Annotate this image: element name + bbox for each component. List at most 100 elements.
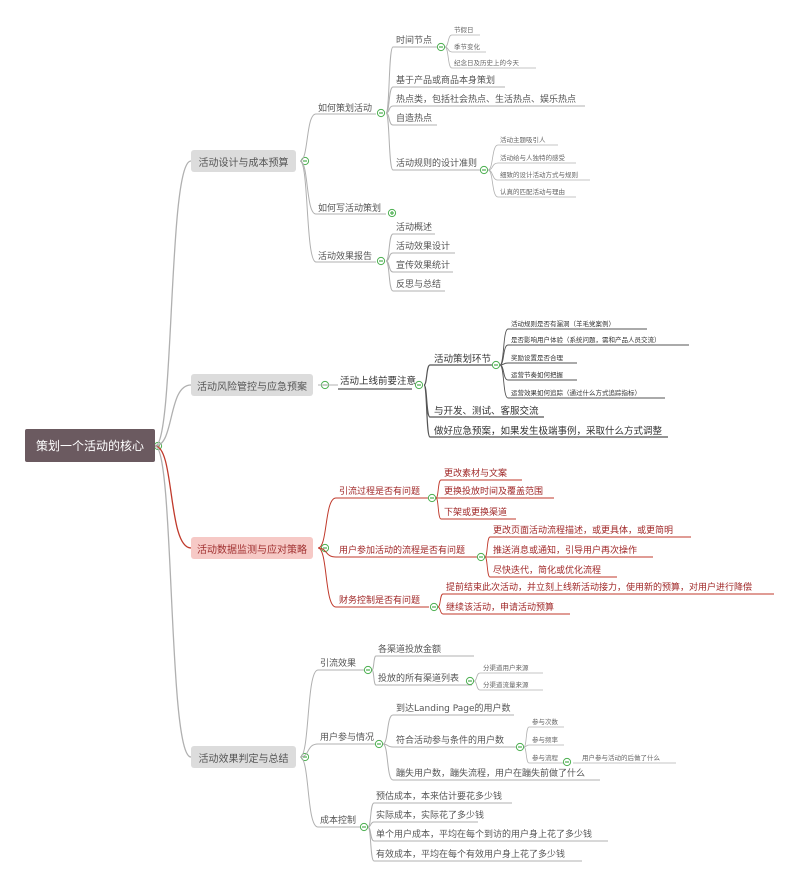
node-participation-1[interactable]: 到达Landing Page的用户数 bbox=[396, 704, 511, 714]
node-plan-item-4[interactable]: 自造热点 bbox=[396, 114, 433, 124]
connector-line bbox=[299, 756, 319, 828]
connector-line bbox=[367, 802, 375, 828]
node-traffic-2[interactable]: 投放的所有渠道列表 bbox=[378, 674, 460, 684]
collapse-toggle-icon[interactable] bbox=[465, 676, 475, 686]
node-cost-1[interactable]: 预估成本，本来估计要花多少钱 bbox=[376, 792, 503, 802]
node-prelaunch-2[interactable]: 与开发、测试、客服交流 bbox=[434, 406, 539, 417]
node-report-4[interactable]: 反思与总结 bbox=[396, 280, 442, 290]
node-report-2[interactable]: 活动效果设计 bbox=[396, 242, 451, 252]
connector-line bbox=[154, 384, 192, 447]
connector-line bbox=[487, 162, 499, 171]
leaf-monitor-1-3[interactable]: 下架或更换渠道 bbox=[444, 508, 508, 518]
collapse-toggle-icon[interactable] bbox=[414, 380, 424, 390]
connector-line bbox=[317, 547, 337, 558]
connector-line bbox=[299, 160, 317, 263]
leaf-plan-check-4[interactable]: 运营节奏如何把握 bbox=[511, 371, 563, 379]
node-cost-4[interactable]: 有效成本，平均在每个有效用户身上花了多少钱 bbox=[376, 850, 566, 860]
connector-line bbox=[367, 826, 375, 862]
connector-line bbox=[371, 655, 377, 671]
node-plan-item-1[interactable]: 时间节点 bbox=[396, 36, 433, 46]
leaf-time-1[interactable]: 节假日 bbox=[454, 26, 474, 34]
leaf-rule-2[interactable]: 活动给与人独特的感受 bbox=[500, 154, 565, 162]
leaf-participation-3[interactable]: 参与流程 bbox=[532, 754, 558, 762]
connector-line bbox=[382, 714, 394, 745]
collapse-toggle-icon[interactable] bbox=[491, 360, 501, 370]
node-participation-2[interactable]: 符合活动参与条件的用户数 bbox=[396, 736, 505, 746]
node-effect-3[interactable]: 成本控制 bbox=[320, 816, 357, 826]
collapse-toggle-icon[interactable] bbox=[376, 256, 386, 266]
collapse-toggle-icon[interactable] bbox=[562, 757, 572, 767]
connector-line bbox=[499, 328, 509, 366]
node-participation-3[interactable]: 蹦失用户数，蹦失流程，用户在蹦失前做了什么 bbox=[396, 769, 586, 779]
node-plan-activity[interactable]: 如何策划活动 bbox=[318, 104, 373, 114]
connector-line bbox=[371, 669, 377, 686]
node-effect-report[interactable]: 活动效果报告 bbox=[318, 252, 373, 262]
leaf-monitor-2-2[interactable]: 推送消息或通知，引导用户再次操作 bbox=[493, 546, 638, 556]
collapse-toggle-icon[interactable] bbox=[359, 822, 369, 832]
leaf-participation-2[interactable]: 参与频率 bbox=[532, 736, 558, 744]
collapse-toggle-icon[interactable] bbox=[429, 602, 439, 612]
leaf-participation-1[interactable]: 参与次数 bbox=[532, 718, 558, 726]
leaf-participation-extra[interactable]: 用户参与活动的后做了什么 bbox=[582, 754, 660, 762]
connector-line bbox=[523, 746, 530, 764]
root-topic[interactable]: 策划一个活动的核心 bbox=[25, 429, 155, 462]
node-monitor-2[interactable]: 用户参加活动的流程是否有问题 bbox=[339, 546, 466, 556]
node-prelaunch-3[interactable]: 做好应急预案，如果发生极端事例，采取什么方式调整 bbox=[434, 426, 663, 437]
collapse-toggle-icon[interactable] bbox=[479, 165, 489, 175]
leaf-channel-1[interactable]: 分渠道用户来源 bbox=[483, 664, 529, 672]
leaf-plan-check-1[interactable]: 活动规则是否有漏洞（羊毛党案例） bbox=[511, 320, 615, 328]
node-prelaunch-1[interactable]: 活动策划环节 bbox=[434, 354, 492, 365]
node-plan-item-3[interactable]: 热点类，包括社会热点、生活热点、娱乐热点 bbox=[396, 95, 577, 105]
node-before-launch[interactable]: 活动上线前要注意 bbox=[340, 376, 417, 387]
collapse-toggle-icon[interactable] bbox=[427, 493, 437, 503]
node-effect-1[interactable]: 引流效果 bbox=[320, 659, 357, 669]
leaf-time-3[interactable]: 纪念日及历史上的今天 bbox=[454, 59, 519, 67]
connector-line bbox=[385, 233, 394, 262]
leaf-monitor-3-1[interactable]: 提前结束此次活动，并立刻上线新活动接力，使用新的预算，对用户进行降偿 bbox=[446, 583, 753, 593]
connector-line bbox=[487, 169, 499, 198]
leaf-plan-check-3[interactable]: 奖励设置是否合理 bbox=[511, 354, 563, 362]
connector-line bbox=[523, 726, 530, 748]
node-monitor-3[interactable]: 财务控制是否有问题 bbox=[339, 596, 421, 606]
leaf-monitor-1-1[interactable]: 更改素材与文案 bbox=[444, 469, 508, 479]
node-report-1[interactable]: 活动概述 bbox=[396, 223, 433, 233]
node-effect-2[interactable]: 用户参与情况 bbox=[320, 733, 375, 743]
connector-line bbox=[382, 743, 394, 781]
leaf-channel-2[interactable]: 分渠道流量来源 bbox=[483, 681, 529, 689]
connector-line bbox=[154, 160, 192, 447]
node-traffic-1[interactable]: 各渠道投放金额 bbox=[378, 645, 442, 655]
node-monitor-1[interactable]: 引流过程是否有问题 bbox=[339, 487, 421, 497]
leaf-time-2[interactable]: 季节变化 bbox=[454, 43, 480, 51]
main-topic-4[interactable]: 活动效果判定与总结 bbox=[191, 746, 296, 768]
expand-toggle-icon[interactable] bbox=[387, 208, 397, 218]
leaf-monitor-2-1[interactable]: 更改页面活动流程描述，或更具体，或更简明 bbox=[493, 526, 674, 536]
collapse-toggle-icon[interactable] bbox=[515, 742, 525, 752]
collapse-toggle-icon[interactable] bbox=[363, 665, 373, 675]
main-topic-3[interactable]: 活动数据监测与应对策略 bbox=[191, 537, 313, 559]
connector-line bbox=[299, 743, 319, 758]
node-report-3[interactable]: 宣传效果统计 bbox=[396, 261, 451, 271]
connector-line bbox=[423, 384, 431, 438]
connector-line bbox=[367, 821, 375, 828]
collapse-toggle-icon[interactable] bbox=[376, 108, 386, 118]
leaf-plan-check-2[interactable]: 是否影响用户体验（系统问题，需和产品人员交流） bbox=[511, 336, 661, 344]
connector-line bbox=[423, 364, 431, 386]
node-plan-item-5[interactable]: 活动规则的设计准则 bbox=[396, 159, 478, 169]
leaf-monitor-2-3[interactable]: 尽快迭代，简化或优化流程 bbox=[493, 566, 602, 576]
leaf-rule-4[interactable]: 认真的匹配活动与理由 bbox=[500, 188, 565, 196]
node-plan-item-2[interactable]: 基于产品或商品本身策划 bbox=[396, 76, 496, 86]
node-write-plan[interactable]: 如何写活动策划 bbox=[318, 204, 382, 214]
leaf-rule-3[interactable]: 细致的设计活动方式与规则 bbox=[500, 171, 578, 179]
leaf-rule-1[interactable]: 活动主题吸引人 bbox=[500, 136, 546, 144]
leaf-monitor-1-2[interactable]: 更换投放时间及覆盖范围 bbox=[444, 487, 544, 497]
leaf-plan-check-5[interactable]: 运营效果如何追踪（通过什么方式追踪指标） bbox=[511, 389, 641, 397]
collapse-toggle-icon[interactable] bbox=[436, 42, 446, 52]
collapse-toggle-icon[interactable] bbox=[374, 739, 384, 749]
leaf-monitor-3-2[interactable]: 继续该活动，申请活动预算 bbox=[446, 603, 555, 613]
main-topic-1[interactable]: 活动设计与成本预算 bbox=[191, 150, 296, 172]
connector-line bbox=[385, 46, 394, 114]
main-topic-2[interactable]: 活动风险管控与应急预案 bbox=[191, 374, 313, 396]
node-cost-2[interactable]: 实际成本，实际花了多少钱 bbox=[376, 811, 485, 821]
node-cost-3[interactable]: 单个用户成本，平均在每个到访的用户身上花了多少钱 bbox=[376, 830, 593, 840]
collapse-toggle-icon[interactable] bbox=[476, 552, 486, 562]
